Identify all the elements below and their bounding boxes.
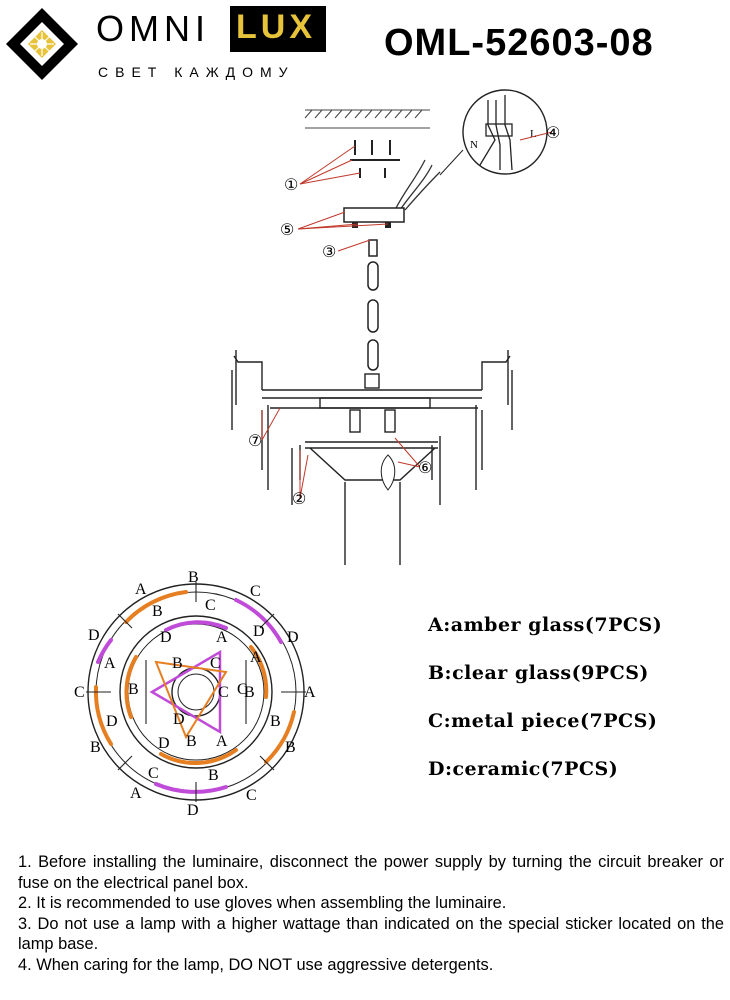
note-1: 1. Before installing the luminaire, disc… bbox=[18, 853, 724, 892]
middle-letter: A bbox=[250, 649, 262, 666]
inner-letter: B bbox=[244, 684, 255, 701]
middle-letter: A bbox=[216, 629, 228, 646]
outer-letter: D bbox=[253, 623, 265, 640]
chain bbox=[367, 239, 379, 371]
brand-slogan: СВЕТ КАЖДОМУ bbox=[98, 64, 295, 80]
wire-l-label: L bbox=[530, 128, 537, 140]
note-3: 3. Do not use a lamp with a higher watta… bbox=[18, 914, 724, 954]
layout-letters: A B C D D A C B D B A D C B A D B C D A … bbox=[74, 569, 316, 819]
middle-letter: A bbox=[216, 733, 228, 750]
legend-amber-glass: A:amber glass(7PCS) bbox=[428, 614, 663, 636]
legend-ceramic: D:ceramic(7PCS) bbox=[428, 758, 619, 780]
ceiling-hatch bbox=[304, 109, 430, 129]
outer-letter: A bbox=[130, 785, 142, 802]
outer-letter: B bbox=[90, 739, 101, 756]
inner-letter: C bbox=[218, 684, 229, 701]
outer-letter: B bbox=[188, 569, 199, 586]
outer-letter: D bbox=[88, 627, 100, 644]
callout-5: ⑤ bbox=[280, 222, 294, 239]
outer-letter: A bbox=[304, 684, 316, 701]
outer-letter: D bbox=[287, 629, 299, 646]
safety-notes: 1. Before installing the luminaire, disc… bbox=[18, 852, 724, 975]
brand-name-omni: OMNI bbox=[96, 8, 210, 49]
middle-letter: B bbox=[128, 681, 139, 698]
callout-1: ① bbox=[284, 177, 298, 194]
callout-7: ⑦ bbox=[248, 433, 262, 450]
inner-letter: C bbox=[210, 655, 221, 672]
middle-letter: B bbox=[152, 603, 163, 620]
callout-3: ③ bbox=[322, 244, 336, 261]
middle-letter: B bbox=[186, 733, 197, 750]
middle-letter: C bbox=[237, 681, 248, 698]
inner-letter: B bbox=[172, 655, 183, 672]
middle-letter: C bbox=[205, 597, 216, 614]
note-4: 4. When caring for the lamp, DO NOT use … bbox=[18, 955, 494, 974]
wire-n-label: N bbox=[470, 139, 478, 151]
brand-lux-background bbox=[230, 6, 326, 52]
installation-diagram: N L ① ⑤ ③ ④ ⑦ ② ⑥ bbox=[74, 89, 560, 819]
callout-6: ⑥ bbox=[418, 460, 432, 477]
legend-clear-glass: B:clear glass(9PCS) bbox=[428, 662, 649, 684]
omnilux-logo-icon bbox=[6, 8, 78, 80]
callout-2: ② bbox=[292, 491, 306, 508]
outer-letter: C bbox=[74, 684, 85, 701]
wiring-detail-circle bbox=[462, 89, 548, 175]
outer-letter: C bbox=[246, 787, 257, 804]
brand-name-lux: LUX bbox=[236, 8, 316, 46]
outer-letter: B bbox=[270, 713, 281, 730]
model-number: OML-52603-08 bbox=[384, 22, 654, 64]
inner-letter: D bbox=[173, 711, 185, 728]
outer-letter: A bbox=[104, 655, 116, 672]
legend-metal-piece: C:metal piece(7PCS) bbox=[428, 710, 658, 732]
note-2: 2. It is recommended to use gloves when … bbox=[18, 894, 507, 912]
middle-letter: C bbox=[148, 765, 159, 782]
outer-letter: B bbox=[285, 739, 296, 756]
outer-letter: C bbox=[250, 583, 261, 600]
outer-letter: D bbox=[187, 802, 199, 819]
canopy bbox=[343, 207, 405, 223]
mounting-screws bbox=[350, 140, 400, 178]
bulb bbox=[380, 454, 396, 491]
outer-letter: A bbox=[135, 581, 147, 598]
callout-4: ④ bbox=[546, 125, 560, 142]
middle-letter: D bbox=[160, 629, 172, 646]
middle-letter: D bbox=[158, 735, 170, 752]
chandelier-frame bbox=[231, 350, 513, 565]
crystal-layout-top-view bbox=[86, 582, 306, 802]
outer-letter: D bbox=[106, 713, 118, 730]
middle-letter: B bbox=[208, 767, 219, 784]
